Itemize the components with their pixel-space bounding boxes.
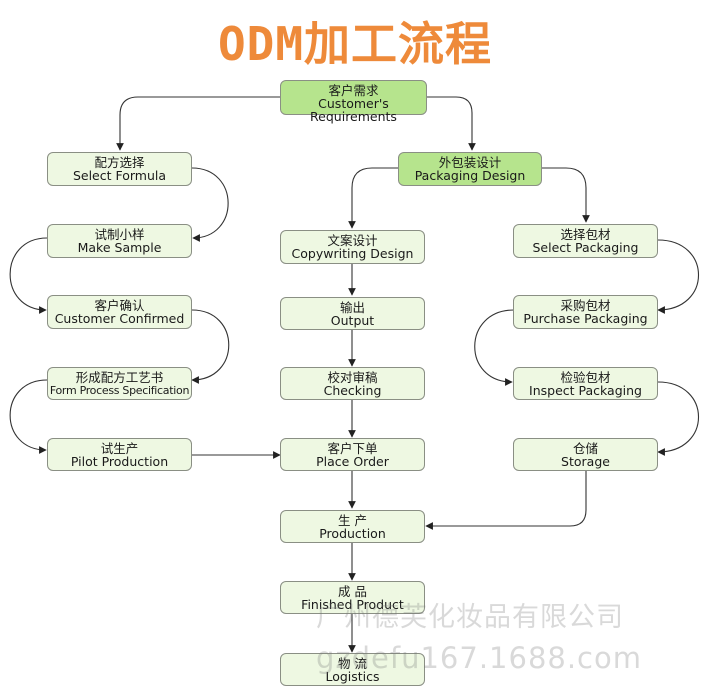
node-storage: 仓储 Storage <box>513 438 658 471</box>
node-select-formula: 配方选择 Select Formula <box>47 152 192 186</box>
arrow-req-to-formula <box>116 96 280 151</box>
node-output: 输出 Output <box>280 297 425 330</box>
node-customer-requirements: 客户需求 Customer's Requirements <box>280 80 427 123</box>
watermark-company-name: 广州德芙化妆品有限公司 <box>316 602 624 633</box>
node-copywriting-design: 文案设计 Copywriting Design <box>280 230 425 264</box>
node-purchase-packaging: 采购包材 Purchase Packaging <box>513 295 658 329</box>
node-production: 生 产 Production <box>280 510 425 543</box>
node-place-order: 客户下单 Place Order <box>280 438 425 471</box>
node-finished-product: 成 品 Finished Product <box>280 581 425 614</box>
arrow-packaging-to-copywriting <box>348 167 398 229</box>
arrow-storage-to-production <box>425 471 587 530</box>
node-packaging-design: 外包装设计 Packaging Design <box>398 152 542 186</box>
node-logistics: 物 流 Logistics <box>280 653 425 686</box>
arrow-formula-to-sample <box>191 167 229 242</box>
diagram-title: ODM加工流程 <box>217 17 493 71</box>
node-select-packaging: 选择包材 Select Packaging <box>513 224 658 258</box>
arrow-sample-to-confirmed <box>9 237 48 314</box>
arrow-confirmed-to-spec <box>191 309 230 384</box>
arrow-packaging-to-select <box>542 167 590 223</box>
arrow-inspect-to-storage <box>657 381 700 456</box>
node-customer-confirmed: 客户确认 Customer Confirmed <box>47 295 192 329</box>
arrow-purchase-to-inspect <box>474 309 515 386</box>
node-make-sample: 试制小样 Make Sample <box>47 224 192 258</box>
node-inspect-packaging: 检验包材 Inspect Packaging <box>513 367 658 400</box>
watermark-url: gzdefu167.1688.com <box>316 641 642 675</box>
node-checking: 校对审稿 Checking <box>280 367 425 400</box>
arrow-req-to-packaging <box>427 96 476 151</box>
arrow-select-to-purchase <box>657 239 700 314</box>
node-pilot-production: 试生产 Pilot Production <box>47 438 192 471</box>
arrow-spec-to-pilot <box>9 379 48 454</box>
node-form-process-specification: 形成配方工艺书 Form Process Specification <box>47 367 192 400</box>
